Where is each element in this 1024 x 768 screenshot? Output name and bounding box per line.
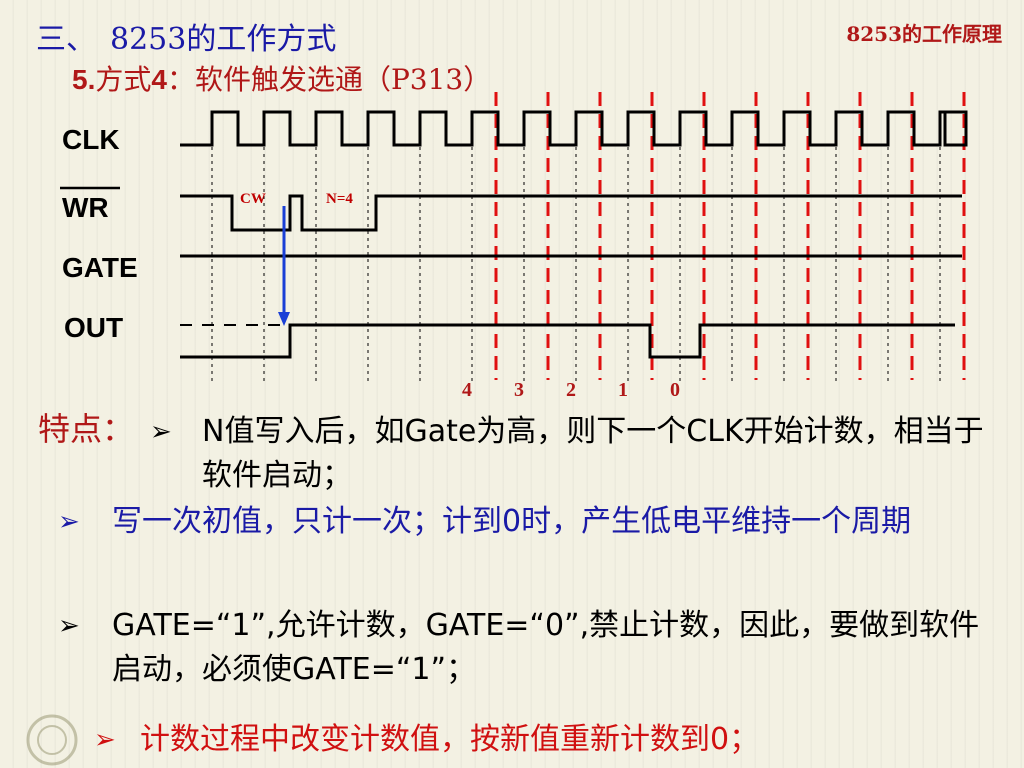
subtitle-num: 5.	[72, 64, 96, 95]
annotation-cw: CW	[240, 191, 266, 207]
signal-label-wr: WR	[62, 192, 109, 223]
bullet-arrow-icon: ➢	[94, 725, 116, 755]
bullet-arrow-icon: ➢	[58, 611, 80, 641]
cw-arrow-head	[278, 312, 290, 326]
signal-label-clk: CLK	[62, 124, 120, 155]
clk-waveform	[180, 110, 968, 147]
count-label: 1	[618, 379, 628, 400]
out-waveform	[180, 323, 955, 359]
subtitle: 5.方式4：软件触发选通（P313）	[72, 58, 491, 98]
bullet-arrow-icon: ➢	[58, 507, 80, 537]
bullet-2: ➢ 写一次初值，只计一次；计到0时，产生低电平维持一个周期	[58, 500, 988, 544]
signal-label-gate: GATE	[62, 252, 138, 283]
bullet-1-text: N值写入后，如Gate为高，则下一个CLK开始计数，相当于软件启动；	[202, 414, 984, 493]
bullet-1: ➢ N值写入后，如Gate为高，则下一个CLK开始计数，相当于软件启动；	[150, 410, 1010, 498]
count-label: 4	[462, 379, 472, 400]
bullet-3-text: GATE=“1”,允许计数，GATE=“0”,禁止计数，因此，要做到软件启动，必…	[112, 608, 980, 687]
count-label: 3	[514, 379, 524, 400]
subtitle-text-b: ：软件触发选通（P313）	[166, 63, 492, 96]
title-prefix: 三、	[36, 22, 96, 57]
title-text: 8253的工作方式	[110, 22, 337, 57]
slide-title: 三、 8253的工作方式	[36, 14, 336, 58]
subtitle-mode: 4	[151, 64, 167, 95]
signal-label-out: OUT	[64, 312, 123, 343]
timing-diagram: CLK WR GATE OUT CW N=4 4 3 2 1 0	[60, 92, 968, 400]
annotation-n: N=4	[326, 191, 353, 207]
count-label: 0	[670, 379, 680, 400]
bullet-arrow-icon: ➢	[150, 417, 172, 447]
count-dashed-lines	[494, 92, 966, 380]
wr-waveform	[180, 194, 962, 232]
bullet-3: ➢ GATE=“1”,允许计数，GATE=“0”,禁止计数，因此，要做到软件启动…	[58, 604, 988, 692]
university-seal-icon	[26, 714, 78, 766]
count-labels: 4 3 2 1 0	[462, 379, 680, 400]
corner-label: 8253的工作原理	[846, 22, 1002, 46]
bullet-2-text: 写一次初值，只计一次；计到0时，产生低电平维持一个周期	[112, 504, 912, 539]
bullet-4-text: 计数过程中改变计数值，按新值重新计数到0；	[140, 722, 760, 757]
bullet-4: ➢ 计数过程中改变计数值，按新值重新计数到0；	[94, 718, 994, 762]
features-label: 特点：	[38, 410, 135, 448]
subtitle-text-a: 方式	[95, 63, 152, 96]
clock-edge-gridlines	[211, 112, 941, 384]
count-label: 2	[566, 379, 576, 400]
